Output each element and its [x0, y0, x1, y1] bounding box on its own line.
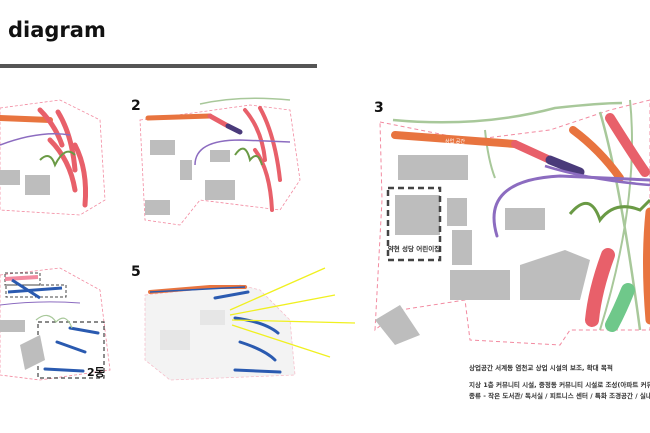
panel-3: 약현 성당 어린이집 상업 공간	[374, 99, 650, 346]
building-2-label: 2동	[87, 366, 105, 379]
panel-5-number: 5	[131, 264, 141, 280]
title-divider	[0, 64, 317, 68]
panel-2	[139, 97, 301, 226]
panel-5	[144, 267, 356, 381]
panel-2-number: 2	[131, 98, 141, 114]
panel-4: 2동	[0, 267, 111, 381]
page-title: diagram	[8, 18, 106, 42]
panel-1	[0, 99, 106, 216]
kindergarten-label: 약현 성당 어린이집	[388, 244, 440, 253]
note-types: 종류 - 작은 도서관/ 독서실 / 피트니스 센터 / 특화 조경공간 / 실…	[469, 392, 650, 400]
commercial-label: 상업 공간	[445, 138, 465, 145]
note-community: 지상 1층 커뮤니티 시설, 중정동 커뮤니티 시설로 조성(아파트 커뮤니티X…	[469, 381, 650, 389]
note-commercial: 상업공간 서계동 염천교 상업 시설의 보조, 확대 목적	[469, 364, 613, 372]
panel-3-number: 3	[374, 100, 384, 116]
